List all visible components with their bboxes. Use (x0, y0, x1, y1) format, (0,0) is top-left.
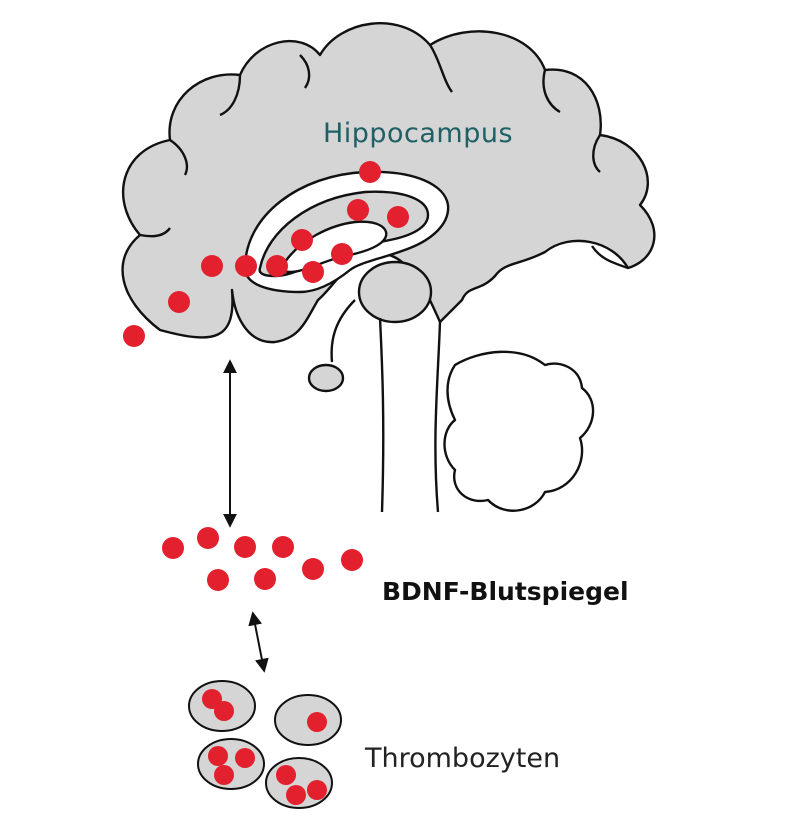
bdnf-dot (331, 243, 353, 265)
cerebellum (443, 350, 595, 512)
pituitary (307, 363, 345, 393)
platelets-label: Thrombozyten (364, 743, 560, 774)
bdnf-dot (123, 325, 145, 347)
thalamus (357, 260, 433, 324)
bdnf-dot (214, 765, 234, 785)
bdnf-dot (286, 785, 306, 805)
bdnf-dot (254, 568, 276, 590)
platelet (197, 738, 265, 790)
bdnf-dot (162, 537, 184, 559)
pituitary-stalk (330, 299, 356, 363)
bdnf-dot (387, 206, 409, 228)
platelet (265, 757, 333, 809)
bdnf-dot (235, 255, 257, 277)
bdnf-dot (197, 527, 219, 549)
sulcus-line (591, 245, 629, 270)
platelets (188, 680, 342, 809)
bdnf-dot (341, 549, 363, 571)
bdnf-dot (291, 229, 313, 251)
brain-bdnf-dots (123, 161, 409, 347)
bdnf-dot (347, 199, 369, 221)
bdnf-dot (302, 261, 324, 283)
platelet (274, 694, 342, 746)
sulcus-line (592, 134, 602, 173)
bdnf-dot (266, 255, 288, 277)
bdnf-dot (276, 765, 296, 785)
bdnf-dot (207, 569, 229, 591)
bdnf-dot (272, 536, 294, 558)
bdnf-dot (235, 748, 255, 768)
sulcus-line (299, 54, 311, 89)
sulcus-line (542, 69, 561, 114)
bdnf-dot (214, 701, 234, 721)
blood-level-label: BDNF-Blutspiegel (382, 577, 629, 606)
bdnf-dot (201, 255, 223, 277)
blood-bdnf-dots (162, 527, 363, 591)
sulcus-line (139, 227, 171, 238)
platelet (188, 680, 256, 732)
sulcus-line (428, 44, 453, 93)
bdnf-dot (359, 161, 381, 183)
sulcus-line (219, 74, 242, 117)
brainstem (378, 317, 442, 513)
bdnf-dot (234, 536, 256, 558)
bdnf-dot (307, 712, 327, 732)
bdnf-dot (208, 746, 228, 766)
hippocampus-label: Hippocampus (323, 118, 513, 149)
sulcus-line (169, 139, 189, 176)
bdnf-dot (168, 291, 190, 313)
bdnf-dot (307, 780, 327, 800)
double-headed-arrow-icon (248, 611, 269, 673)
bdnf-dot (302, 558, 324, 580)
